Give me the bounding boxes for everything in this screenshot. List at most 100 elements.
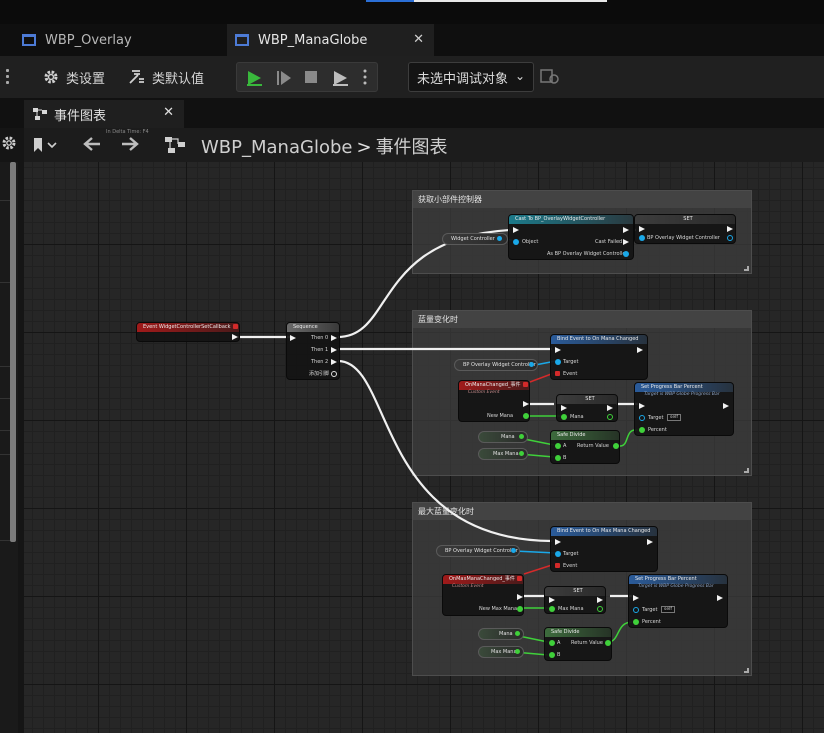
set-overlay-controller-node[interactable]: SET BP Overlay Widget Controller bbox=[634, 214, 736, 244]
tab-wbp-overlay[interactable]: WBP_Overlay bbox=[22, 24, 227, 56]
eject-icon[interactable] bbox=[331, 69, 349, 91]
exec-in-pin[interactable] bbox=[639, 403, 645, 409]
delegate-pin[interactable] bbox=[523, 382, 528, 387]
getter-out-pin[interactable] bbox=[515, 631, 520, 636]
close-icon[interactable]: ✕ bbox=[413, 32, 424, 47]
on-mana-changed-event-node[interactable]: OnManaChanged_事件 Custom Event New Mana bbox=[458, 380, 530, 422]
max-mana-getter-2[interactable]: Max Mana bbox=[478, 646, 524, 658]
return-pin[interactable] bbox=[605, 640, 611, 646]
getter-out-pin[interactable] bbox=[497, 236, 502, 241]
stop-icon[interactable] bbox=[303, 69, 319, 89]
resize-handle[interactable] bbox=[744, 468, 749, 473]
getter-out-pin[interactable] bbox=[511, 548, 516, 553]
exec-out-pin[interactable] bbox=[517, 594, 523, 600]
then2-pin[interactable] bbox=[331, 359, 337, 365]
new-max-mana-pin[interactable] bbox=[517, 606, 523, 612]
exec-out-pin[interactable] bbox=[597, 597, 603, 603]
resize-handle[interactable] bbox=[744, 668, 749, 673]
target-self-field[interactable]: self bbox=[667, 414, 681, 421]
a-pin[interactable] bbox=[555, 443, 561, 449]
controller-pin[interactable] bbox=[639, 235, 645, 241]
on-max-mana-changed-event-node[interactable]: OnMaxManaChanged_事件 Custom Event New Max… bbox=[442, 574, 524, 616]
target-pin[interactable] bbox=[555, 359, 561, 365]
cast-to-overlay-controller-node[interactable]: Cast To BP_OverlayWidgetController Objec… bbox=[508, 214, 634, 260]
new-mana-pin[interactable] bbox=[523, 413, 529, 419]
tab-event-graph[interactable]: 事件图表 ✕ bbox=[24, 100, 184, 128]
play-options-icon[interactable] bbox=[363, 68, 367, 90]
exec-in-pin[interactable] bbox=[290, 335, 296, 341]
delegate-pin[interactable] bbox=[517, 576, 522, 581]
debug-filter-icon[interactable] bbox=[540, 68, 560, 86]
bind-on-mana-changed-node[interactable]: Bind Event to On Mana Changed Target Eve… bbox=[550, 334, 648, 380]
left-panel-scrollbar[interactable] bbox=[10, 162, 16, 542]
set-mana-node[interactable]: SET Mana bbox=[556, 394, 618, 422]
add-pin-icon[interactable] bbox=[331, 371, 337, 377]
breadcrumb-blueprint[interactable]: WBP_ManaGlobe bbox=[201, 137, 353, 158]
mana-out-pin[interactable] bbox=[607, 414, 613, 420]
exec-out-pin[interactable] bbox=[523, 401, 529, 407]
debug-object-dropdown[interactable]: 未选中调试对象 ⌄ bbox=[408, 62, 534, 92]
target-pin[interactable] bbox=[639, 415, 645, 421]
exec-out-pin[interactable] bbox=[637, 347, 643, 353]
exec-out-pin[interactable] bbox=[623, 227, 629, 233]
delegate-pin[interactable] bbox=[233, 324, 238, 329]
set-progress-bar-percent-node[interactable]: Set Progress Bar Percent Target is WBP G… bbox=[634, 382, 734, 436]
event-widget-controller-set-node[interactable]: Event WidgetControllerSetCallback bbox=[136, 322, 240, 342]
max-mana-getter[interactable]: Max Mana bbox=[478, 448, 528, 460]
toolbar-grip-icon[interactable] bbox=[6, 69, 10, 85]
exec-out-pin[interactable] bbox=[232, 334, 238, 340]
target-self-field[interactable]: self bbox=[661, 606, 675, 613]
set-progress-bar-percent-node-2[interactable]: Set Progress Bar Percent Target is WBP G… bbox=[628, 574, 728, 628]
exec-in-pin[interactable] bbox=[513, 227, 519, 233]
then1-pin[interactable] bbox=[331, 347, 337, 353]
exec-out-pin[interactable] bbox=[727, 226, 733, 232]
breadcrumb-graph[interactable]: 事件图表 bbox=[375, 137, 448, 158]
gear-icon[interactable] bbox=[0, 134, 18, 152]
bp-overlay-controller-getter[interactable]: BP Overlay Widget Controller bbox=[436, 545, 520, 557]
close-icon[interactable]: ✕ bbox=[163, 105, 174, 120]
event-pin[interactable] bbox=[555, 371, 560, 376]
return-pin[interactable] bbox=[613, 443, 619, 449]
object-pin[interactable] bbox=[513, 239, 519, 245]
mana-getter[interactable]: Mana bbox=[478, 431, 528, 443]
b-pin[interactable] bbox=[555, 455, 561, 461]
target-pin[interactable] bbox=[555, 551, 561, 557]
bookmark-icon[interactable] bbox=[32, 137, 58, 157]
target-pin[interactable] bbox=[633, 607, 639, 613]
as-output-pin[interactable] bbox=[623, 251, 629, 257]
class-settings-button[interactable]: 类设置 bbox=[42, 65, 105, 89]
max-mana-out-pin[interactable] bbox=[597, 606, 603, 612]
resize-handle[interactable] bbox=[744, 266, 749, 271]
getter-out-pin[interactable] bbox=[519, 434, 524, 439]
mana-getter-2[interactable]: Mana bbox=[478, 628, 524, 640]
sequence-node[interactable]: Sequence Then 0 Then 1 Then 2 添加引脚 bbox=[286, 322, 340, 380]
exec-out-pin[interactable] bbox=[647, 539, 653, 545]
controller-out-pin[interactable] bbox=[727, 235, 733, 241]
exec-out-pin[interactable] bbox=[717, 595, 723, 601]
cast-failed-pin[interactable] bbox=[623, 239, 629, 245]
getter-out-pin[interactable] bbox=[515, 649, 520, 654]
set-max-mana-node[interactable]: SET Max Mana bbox=[544, 586, 606, 614]
step-icon[interactable] bbox=[275, 69, 293, 91]
tab-wbp-managlobe[interactable]: WBP_ManaGlobe ✕ bbox=[227, 24, 434, 56]
percent-pin[interactable] bbox=[633, 619, 639, 625]
bind-on-max-mana-changed-node[interactable]: Bind Event to On Max Mana Changed Target… bbox=[550, 526, 658, 572]
exec-in-pin[interactable] bbox=[555, 539, 561, 545]
safe-divide-node[interactable]: Safe Divide A Return Value B bbox=[550, 430, 620, 464]
getter-out-pin[interactable] bbox=[529, 362, 534, 367]
percent-pin[interactable] bbox=[639, 427, 645, 433]
exec-in-pin[interactable] bbox=[561, 405, 567, 411]
event-pin[interactable] bbox=[555, 563, 560, 568]
max-mana-in-pin[interactable] bbox=[549, 606, 555, 612]
exec-in-pin[interactable] bbox=[633, 595, 639, 601]
exec-in-pin[interactable] bbox=[549, 597, 555, 603]
b-pin[interactable] bbox=[549, 652, 555, 658]
mana-in-pin[interactable] bbox=[561, 414, 567, 420]
bp-overlay-controller-getter[interactable]: BP Overlay Widget Controller bbox=[454, 359, 538, 371]
class-defaults-button[interactable]: 类默认值 bbox=[128, 65, 204, 89]
play-icon[interactable] bbox=[245, 69, 263, 91]
back-arrow-icon[interactable] bbox=[82, 136, 102, 156]
getter-out-pin[interactable] bbox=[519, 451, 524, 456]
exec-out-pin[interactable] bbox=[607, 405, 613, 411]
add-pin-label[interactable]: 添加引脚 bbox=[309, 371, 330, 377]
